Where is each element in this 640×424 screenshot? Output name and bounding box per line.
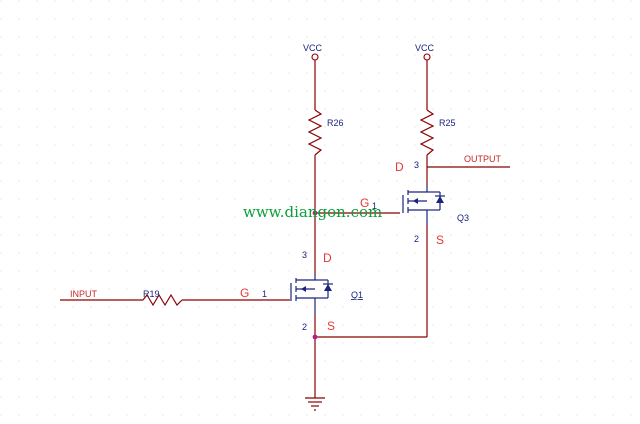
resistor-r25 <box>419 109 435 156</box>
resistor-r26 <box>307 109 323 156</box>
q1-drain-label: D <box>323 251 332 265</box>
vcc-label-left: VCC <box>303 43 323 53</box>
q3-drain-label: D <box>395 160 404 174</box>
q1-gate-label: G <box>240 286 249 300</box>
resistor-r19 <box>142 293 183 307</box>
vcc-terminal-left <box>311 53 319 61</box>
watermark-text: www.diangon.com <box>243 203 382 221</box>
q3-pin-gate-number: 1 <box>372 201 377 211</box>
ground-icon <box>305 397 325 411</box>
r26-label: R26 <box>327 118 344 128</box>
q1-pin-drain-number: 3 <box>302 250 307 260</box>
q3-label: Q3 <box>457 213 469 223</box>
q3-gate-label: G <box>360 196 369 210</box>
q3-pin-source-number: 2 <box>414 234 419 244</box>
q3-source-label: S <box>436 233 444 247</box>
mosfet-q3 <box>402 185 445 225</box>
r25-label: R25 <box>439 118 456 128</box>
q1-source-label: S <box>327 319 335 333</box>
q1-pin-source-number: 2 <box>302 322 307 332</box>
input-net-label: INPUT <box>70 289 98 299</box>
q1-label: Q1 <box>351 290 363 300</box>
vcc-label-right: VCC <box>415 43 435 53</box>
q3-pin-drain-number: 3 <box>414 160 419 170</box>
junction-dot <box>312 210 318 216</box>
output-net-label: OUTPUT <box>464 154 502 164</box>
r19-label: R19 <box>143 289 160 299</box>
mosfet-q1 <box>290 275 333 315</box>
junction-dot <box>312 334 318 340</box>
vcc-terminal-right <box>423 53 431 61</box>
q1-pin-gate-number: 1 <box>262 289 267 299</box>
